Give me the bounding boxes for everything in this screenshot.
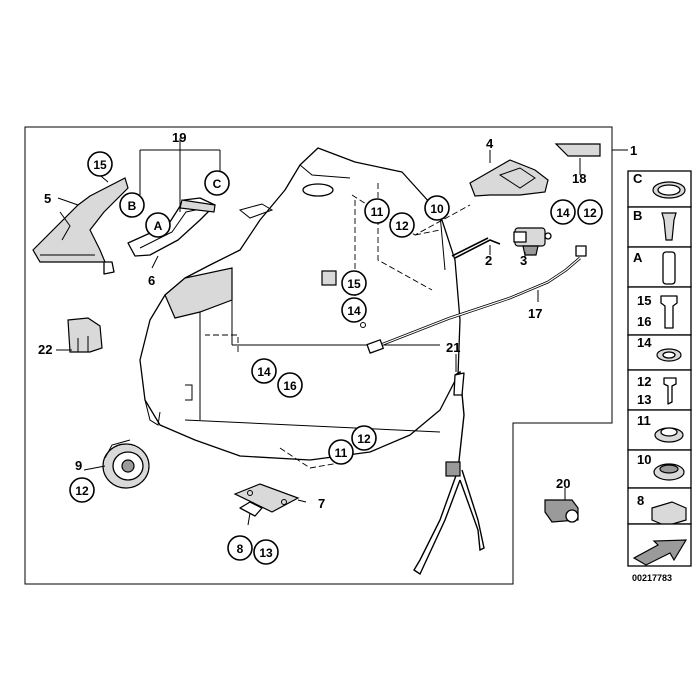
callout-11-b: 11	[328, 439, 354, 465]
callout-8: 8	[227, 535, 253, 561]
part-4-bracket	[469, 159, 549, 197]
svg-text:8: 8	[637, 493, 644, 508]
storage-tray	[139, 147, 461, 461]
part-7-hinge	[233, 483, 300, 517]
part-18-pad	[554, 143, 601, 157]
label-6: 6	[148, 273, 155, 288]
svg-text:14: 14	[556, 206, 570, 220]
callout-14-a: 14	[550, 199, 576, 225]
svg-text:15: 15	[637, 293, 651, 308]
svg-text:12: 12	[583, 206, 597, 220]
svg-text:B: B	[633, 208, 642, 223]
label-4: 4	[486, 136, 494, 151]
callout-10: 10	[424, 195, 450, 221]
svg-text:14: 14	[637, 335, 652, 350]
svg-text:15: 15	[93, 158, 107, 172]
svg-text:10: 10	[430, 202, 444, 216]
part-22-clip	[67, 317, 103, 353]
svg-text:A: A	[154, 219, 163, 233]
svg-text:8: 8	[237, 542, 244, 556]
label-19: 19	[172, 130, 186, 145]
callout-15-top: 15	[87, 151, 113, 177]
svg-text:16: 16	[283, 379, 297, 393]
svg-text:11: 11	[335, 446, 348, 460]
label-20: 20	[556, 476, 570, 491]
svg-text:13: 13	[259, 546, 273, 560]
svg-text:13: 13	[637, 392, 651, 407]
svg-text:C: C	[213, 177, 222, 191]
svg-text:C: C	[633, 171, 643, 186]
label-5: 5	[44, 191, 51, 206]
label-3: 3	[520, 253, 527, 268]
doc-number: 00217783	[632, 573, 672, 583]
label-9: 9	[75, 458, 82, 473]
callout-15-mid: 15	[341, 270, 367, 296]
svg-text:10: 10	[637, 452, 651, 467]
label-1: 1	[630, 143, 637, 158]
svg-text:B: B	[128, 199, 137, 213]
svg-text:A: A	[633, 250, 643, 265]
svg-text:14: 14	[347, 304, 361, 318]
part-2-rod	[451, 237, 501, 259]
callout-12-c: 12	[351, 425, 377, 451]
label-22: 22	[38, 342, 52, 357]
part-9-cup	[102, 439, 150, 489]
svg-text:16: 16	[637, 314, 651, 329]
part-21-strap	[413, 370, 485, 576]
svg-text:11: 11	[637, 413, 651, 428]
part-5-trim-panel	[32, 177, 129, 275]
svg-text:12: 12	[637, 374, 651, 389]
assembly-frame	[24, 126, 613, 585]
callout-C: C	[204, 170, 230, 196]
svg-text:15: 15	[347, 277, 361, 291]
callout-16: 16	[277, 372, 303, 398]
callout-13: 13	[253, 539, 279, 565]
callout-12-d: 12	[69, 477, 95, 503]
part-3-lock	[513, 227, 552, 256]
callout-B: B	[119, 192, 145, 218]
svg-text:14: 14	[257, 365, 271, 379]
label-2: 2	[485, 253, 492, 268]
label-18: 18	[572, 171, 586, 186]
part-19-bracket	[139, 138, 221, 212]
legend-column: C B A 15 16 14 12 13 11 10 8	[627, 170, 692, 567]
svg-text:12: 12	[357, 432, 371, 446]
part-17-cable	[366, 245, 587, 354]
dashed-leaders	[205, 183, 471, 469]
label-7: 7	[318, 496, 325, 511]
callout-A: A	[145, 212, 171, 238]
svg-text:11: 11	[371, 205, 384, 219]
svg-text:12: 12	[75, 484, 89, 498]
callout-11-a: 11	[364, 198, 390, 224]
part-6-handle	[127, 197, 216, 257]
svg-text:12: 12	[395, 219, 409, 233]
label-17: 17	[528, 306, 542, 321]
callout-14-low: 14	[251, 358, 277, 384]
callout-12-a: 12	[389, 212, 415, 238]
part-20-cylinder	[544, 499, 579, 523]
label-21: 21	[446, 340, 460, 355]
callout-14-mid: 14	[341, 297, 367, 323]
callout-12-b: 12	[577, 199, 603, 225]
